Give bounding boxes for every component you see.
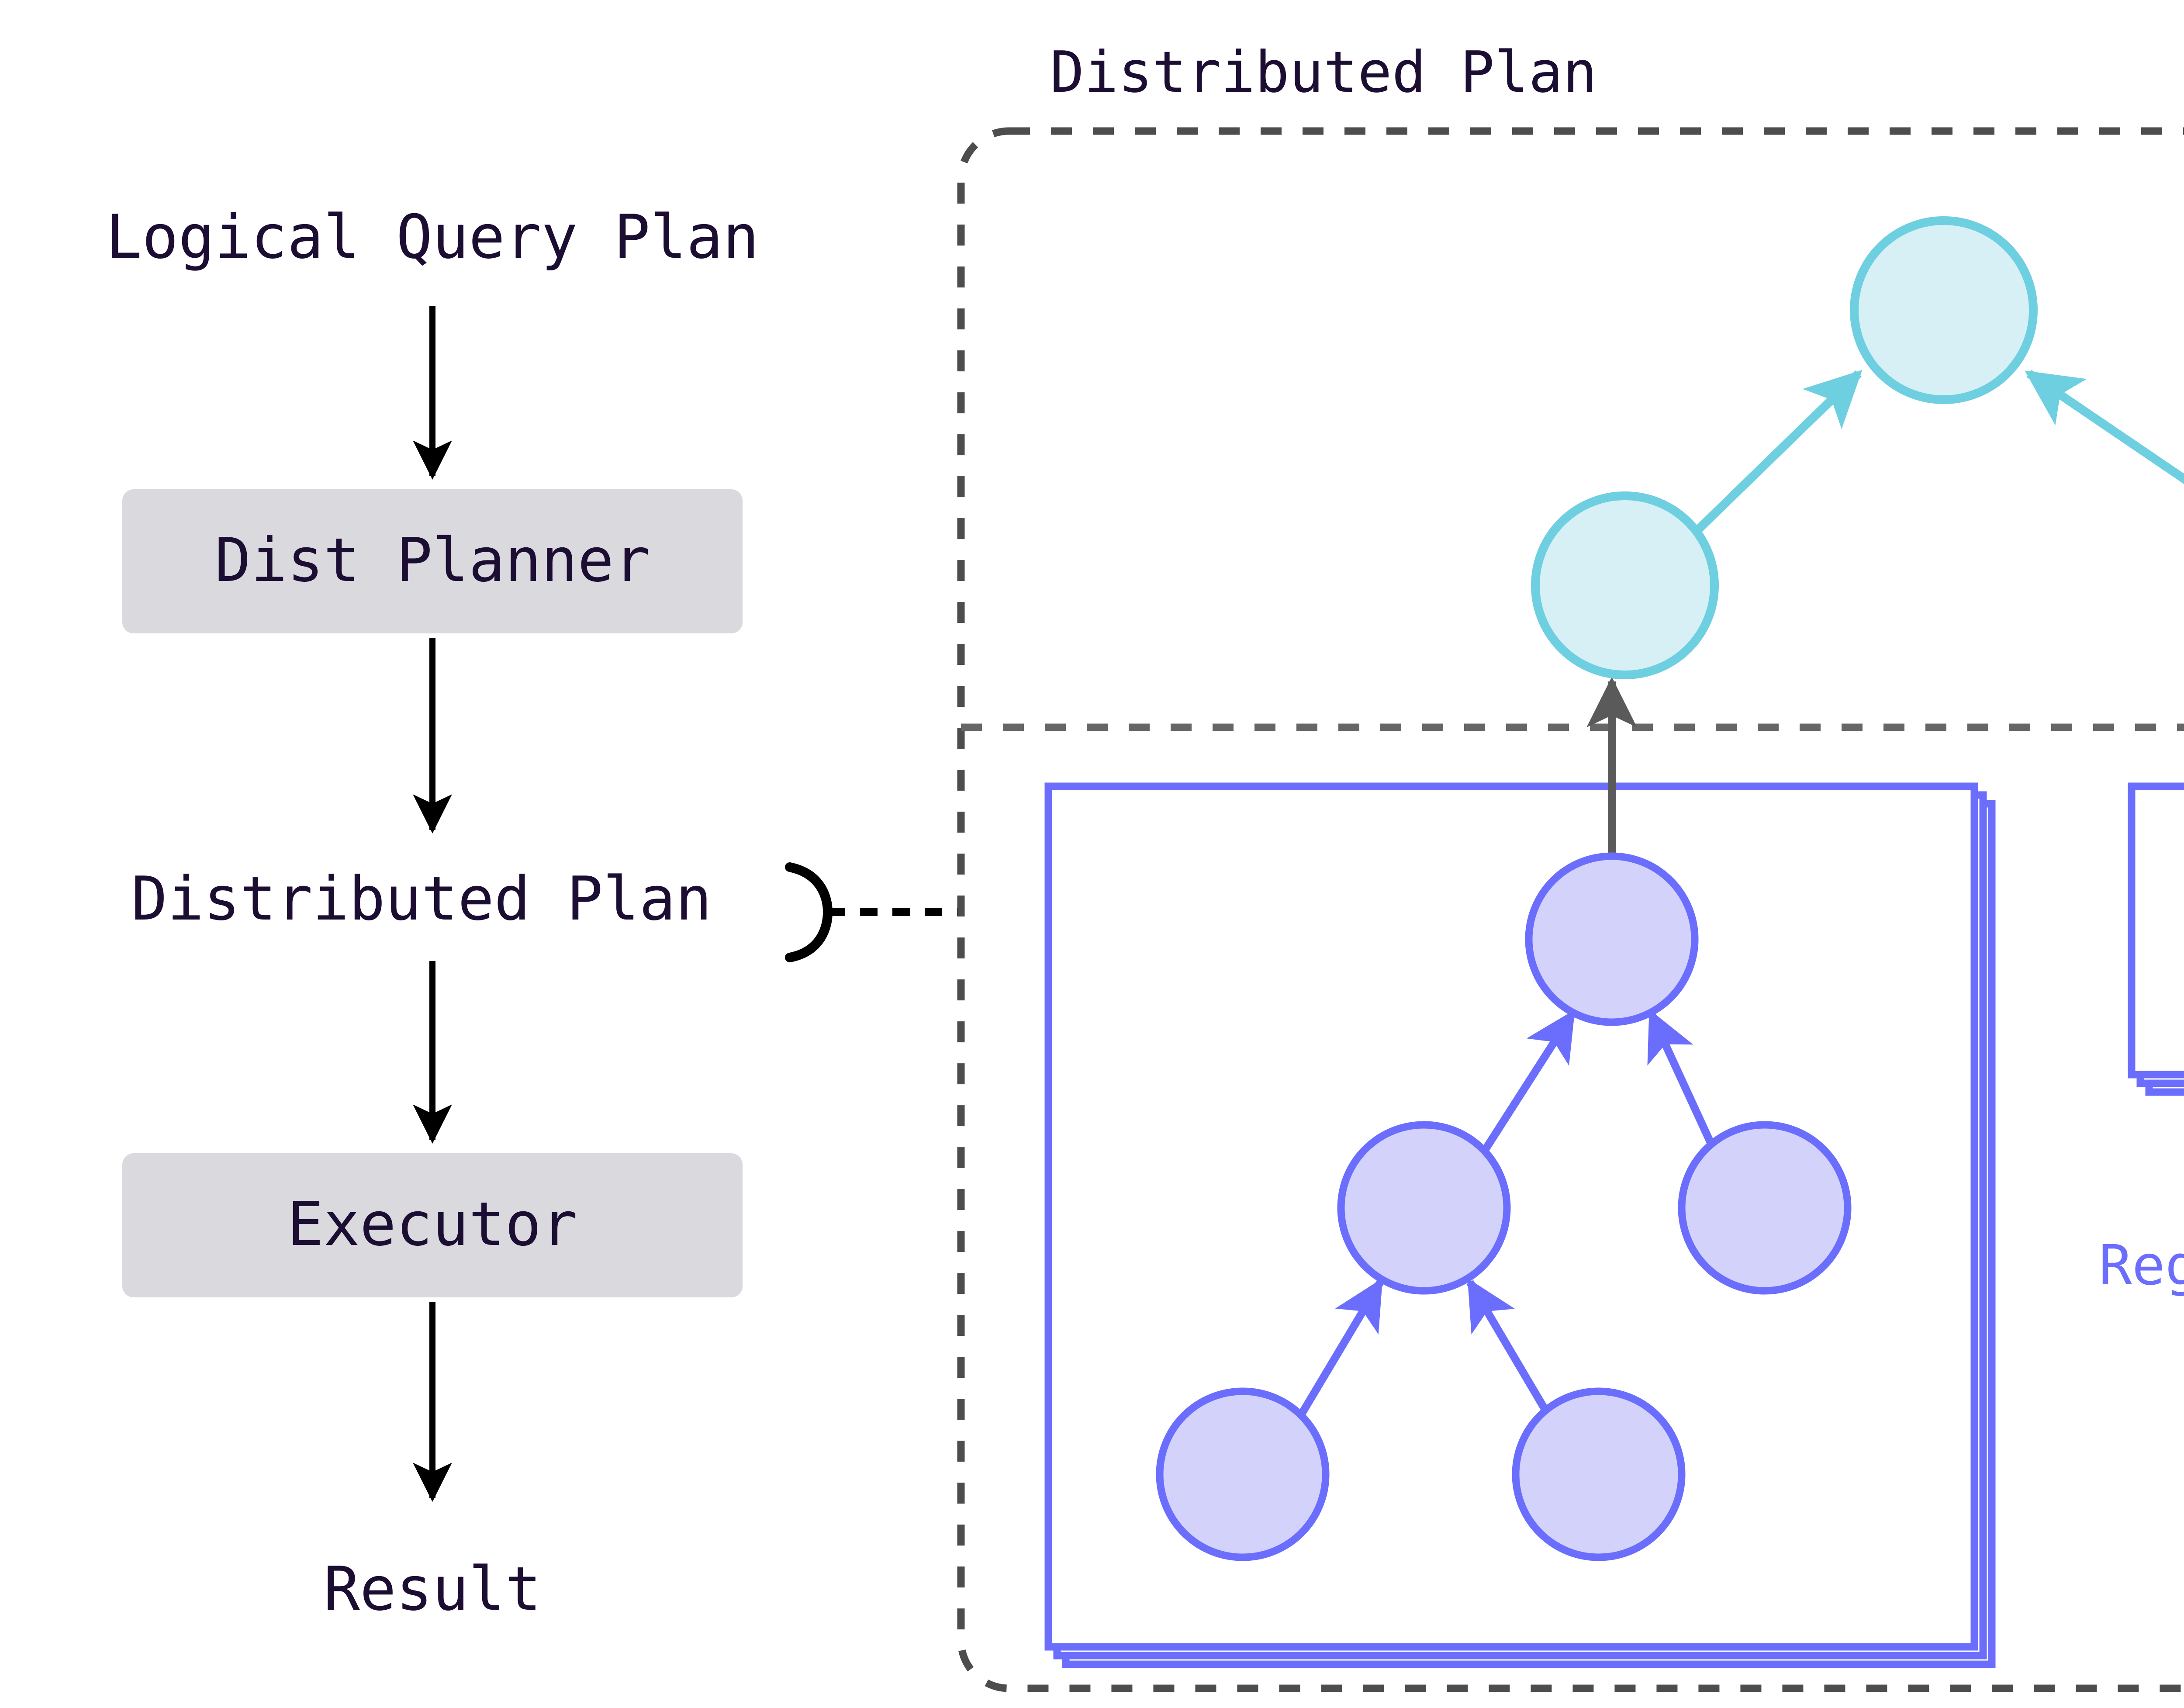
dist-planner-box[interactable]: Dist Planner: [122, 489, 743, 633]
frontend-node-left[interactable]: [1531, 491, 1719, 679]
region-layer-1: [2128, 782, 2184, 1079]
executor-box-rect[interactable]: [122, 1153, 743, 1297]
dist-planner-box-rect[interactable]: [122, 489, 743, 633]
distributed-plan-step-label: Distributed Plan: [131, 864, 712, 934]
left-flow-column: Logical Query Plan Dist Planner Distribu…: [106, 202, 963, 1624]
datanode-node-left-root[interactable]: [1525, 852, 1699, 1026]
logical-query-plan-label: Logical Query Plan: [106, 202, 759, 272]
datanode-node-left-leaf1[interactable]: [1156, 1387, 1330, 1561]
datanode-node-left-leaf2[interactable]: [1512, 1387, 1686, 1561]
datanode-node-left-mid[interactable]: [1337, 1121, 1511, 1295]
distributed-plan-title: Distributed Plan: [1050, 39, 1597, 105]
brace-icon: [785, 862, 833, 962]
dist-planner-label: Dist Planner: [215, 525, 650, 595]
datanode-node-left-side[interactable]: [1678, 1121, 1852, 1295]
frontend-edge-left-to-root: [1694, 370, 1863, 534]
datanode-edge-side-to-root: [1647, 1009, 1718, 1153]
datanode-edge-leaf1-to-mid: [1296, 1278, 1384, 1420]
executor-box[interactable]: Executor: [122, 1153, 743, 1297]
result-label: Result: [324, 1554, 542, 1624]
frontend-node-root[interactable]: [1850, 216, 2038, 404]
region-stack-right[interactable]: [2128, 782, 2184, 1096]
frontend-edge-right-to-root: [2025, 370, 2184, 484]
datanode-edge-leaf2-to-mid: [1466, 1278, 1552, 1418]
datanode-edge-mid-to-root: [1479, 1010, 1576, 1155]
distributed-plan-dashed-border: [957, 127, 2184, 1692]
executor-label: Executor: [287, 1189, 578, 1259]
regions-label: Regions: [2099, 1233, 2184, 1297]
distributed-plan-container: Distributed Plan Frontend Stage Datanode…: [957, 39, 2184, 1692]
